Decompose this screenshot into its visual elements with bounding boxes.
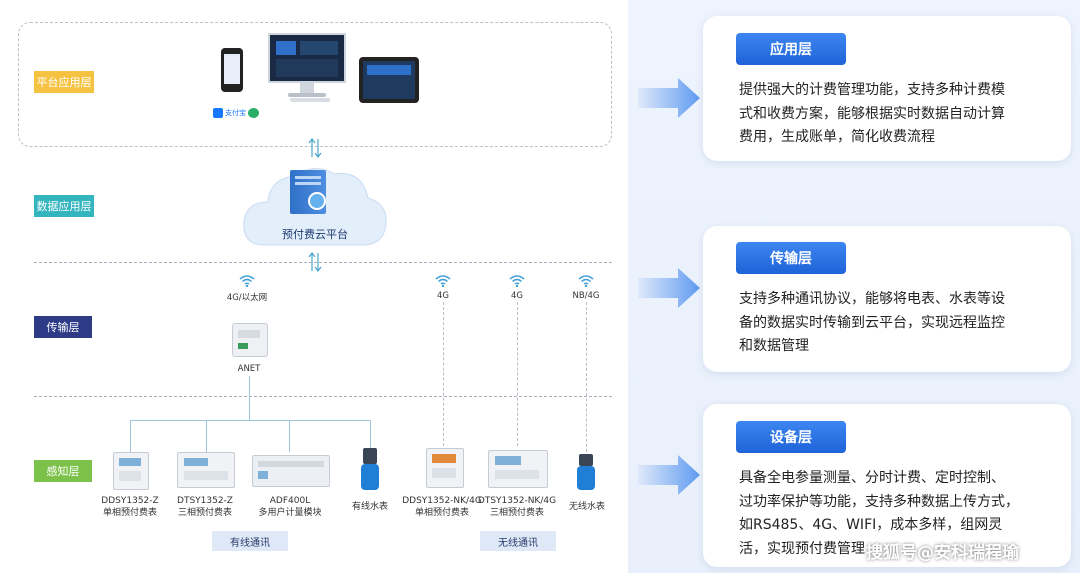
smartphone-icon bbox=[221, 48, 243, 92]
bus-drop-2 bbox=[206, 420, 207, 452]
link-line-4g-a bbox=[443, 302, 444, 446]
multi-user-module-icon bbox=[252, 455, 330, 487]
layer-tag-platform-app: 平台应用层 bbox=[34, 71, 94, 93]
card-text-device: 具备全电参量测量、分时计费、定时控制、 过功率保护等功能，支持多种数据上传方式，… bbox=[739, 470, 1019, 557]
link-line-nb bbox=[586, 302, 587, 452]
bus-drop-1 bbox=[130, 420, 131, 452]
alipay-label: 支付宝 bbox=[225, 109, 246, 117]
network-label-4g-b: 4G bbox=[511, 291, 523, 301]
gateway-label: ANET bbox=[237, 364, 261, 374]
divider-line-1 bbox=[34, 262, 612, 263]
card-device-layer: 设备层 具备全电参量测量、分时计费、定时控制、 过功率保护等功能，支持多种数据上… bbox=[703, 404, 1071, 567]
card-text-transmission: 支持多种通讯协议，能够将电表、水表等设 备的数据实时传输到云平台，实现远程监控 … bbox=[739, 291, 1005, 354]
single-phase-meter-icon bbox=[113, 452, 149, 490]
layer-tag-perception: 感知层 bbox=[34, 460, 92, 482]
arrow-right-icon-2 bbox=[638, 268, 700, 308]
network-label-nb: NB/4G bbox=[572, 291, 600, 301]
card-text-application: 提供强大的计费管理功能，支持多种计费模 式和收费方案，能够根据实时数据自动计算 … bbox=[739, 82, 1005, 145]
watermark: 搜狐号@安科瑞程瑜 bbox=[866, 543, 1019, 563]
sync-arrows-icon bbox=[308, 138, 322, 158]
alipay-icon bbox=[213, 108, 223, 118]
link-line-4g-b bbox=[517, 302, 518, 446]
card-title-device: 设备层 bbox=[736, 421, 846, 453]
anet-gateway-device bbox=[232, 323, 268, 357]
platform-app-area bbox=[18, 22, 612, 147]
network-label-wired: 4G/以太网 bbox=[226, 293, 268, 303]
tablet-icon bbox=[359, 57, 419, 103]
wifi-icon-nb bbox=[578, 275, 594, 287]
layer-tag-data-app: 数据应用层 bbox=[34, 195, 94, 217]
arrow-right-icon-1 bbox=[638, 78, 700, 118]
wifi-icon-4g-a bbox=[435, 275, 451, 287]
three-phase-meter-icon bbox=[177, 452, 235, 488]
bus-drop-4 bbox=[370, 420, 371, 452]
card-title-application: 应用层 bbox=[736, 33, 846, 65]
sync-arrows-icon-2 bbox=[308, 252, 322, 272]
wireless-water-meter-icon bbox=[577, 454, 595, 490]
wired-comm-label: 有线通讯 bbox=[212, 531, 288, 551]
wechat-icon bbox=[248, 108, 259, 118]
card-title-transmission: 传输层 bbox=[736, 242, 846, 274]
wireless-comm-label: 无线通讯 bbox=[480, 531, 556, 551]
arrow-right-icon-3 bbox=[638, 455, 700, 495]
network-label-4g-a: 4G bbox=[437, 291, 449, 301]
server-icon bbox=[290, 170, 326, 214]
wifi-icon-wired bbox=[239, 275, 255, 287]
card-application-layer: 应用层 提供强大的计费管理功能，支持多种计费模 式和收费方案，能够根据实时数据自… bbox=[703, 16, 1071, 161]
wired-water-meter-icon bbox=[361, 448, 379, 490]
single-phase-4g-meter-icon bbox=[426, 448, 464, 488]
device-caption-7: 无线水表 bbox=[568, 502, 605, 512]
cloud-label: 预付费云平台 bbox=[282, 228, 348, 241]
divider-line-2 bbox=[34, 396, 612, 397]
wifi-icon-4g-b bbox=[509, 275, 525, 287]
device-caption-4: 有线水表 bbox=[351, 502, 388, 512]
keyboard-icon bbox=[290, 98, 330, 102]
desktop-monitor-icon bbox=[268, 33, 346, 103]
bus-drop-3 bbox=[289, 420, 290, 452]
three-phase-4g-meter-icon bbox=[488, 450, 548, 488]
gateway-line bbox=[249, 376, 250, 420]
wired-bus-line bbox=[130, 420, 370, 421]
layer-tag-transmission: 传输层 bbox=[34, 316, 92, 338]
card-transmission-layer: 传输层 支持多种通讯协议，能够将电表、水表等设 备的数据实时传输到云平台，实现远… bbox=[703, 226, 1071, 372]
